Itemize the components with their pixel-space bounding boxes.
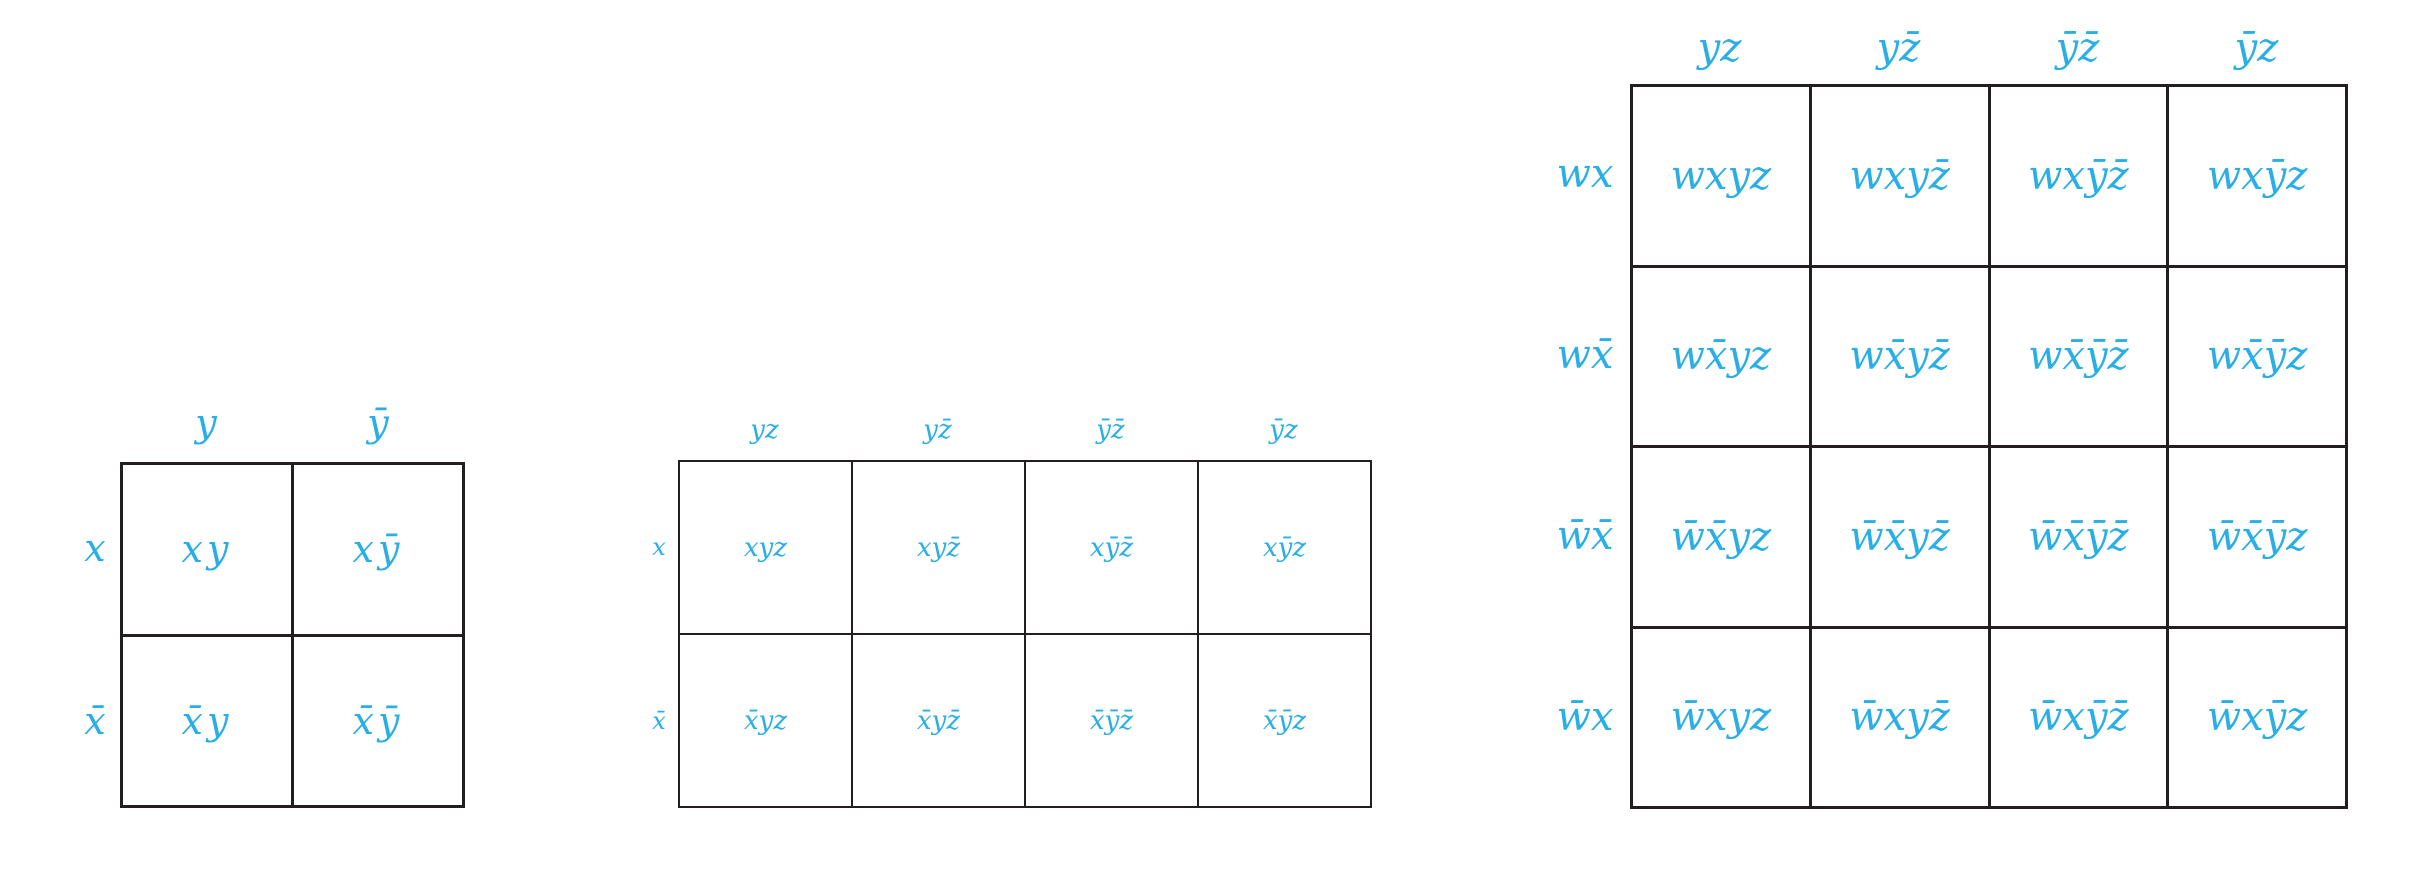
kmap2-row-label: x̄ xyxy=(84,699,106,743)
kmap4-cell: w̄x̄ȳz̄ xyxy=(1990,448,2170,629)
kmap3-col-label: yz̄ xyxy=(923,415,952,445)
kmap4-cell: wxyz xyxy=(1633,87,1812,268)
kmap4-cell: w̄x̄yz xyxy=(1633,448,1812,629)
kmap4-cell: wx̄yz xyxy=(1633,267,1812,448)
kmap2-grid: xy xȳ x̄y x̄ȳ xyxy=(120,462,465,808)
kmap4-row-label: wx xyxy=(1556,151,1614,197)
kmap3-cell: x̄yz̄ xyxy=(853,635,1026,808)
kmap4-cell: wxȳz xyxy=(2169,87,2348,268)
kmap3-cell: x̄ȳz̄ xyxy=(1026,635,1199,808)
kmap4-cell: wxȳz̄ xyxy=(1990,87,2170,268)
kmap3-row-label: x̄ xyxy=(652,706,666,735)
kmap2-cell: xȳ xyxy=(294,465,465,637)
kmap4-cell: w̄x̄ȳz xyxy=(2169,448,2348,629)
kmap3-cell: xȳz̄ xyxy=(1026,462,1199,635)
kmap4-grid: wxyz wxyz̄ wxȳz̄ wxȳz wx̄yz wx̄yz̄ wx̄ȳz… xyxy=(1630,84,2348,809)
kmap3-cell: xyz xyxy=(680,462,853,635)
kmap2-col-label: ȳ xyxy=(367,401,389,445)
kmap2-cell: x̄ȳ xyxy=(294,636,465,808)
kmap4-col-label: yz̄ xyxy=(1876,25,1921,71)
kmap3-cell: x̄ȳz xyxy=(1199,635,1372,808)
kmap3-col-label: yz xyxy=(750,415,779,445)
kmap3-row-label: x xyxy=(652,532,666,561)
kmap2-cell: x̄y xyxy=(123,636,294,808)
kmap4-cell: wxyz̄ xyxy=(1811,87,1991,268)
kmap4-row-label: w̄x xyxy=(1556,694,1614,740)
kmap4-col-label: ȳz xyxy=(2234,25,2279,71)
kmap3-col-label: ȳz̄ xyxy=(1096,415,1125,445)
kmap4-cell: w̄xȳz̄ xyxy=(1990,628,2170,809)
kmap4-col-label: ȳz̄ xyxy=(2055,25,2100,71)
kmap4-cell: wx̄ȳz xyxy=(2169,267,2348,448)
kmap3-cell: x̄yz xyxy=(680,635,853,808)
kmap4-cell: wx̄ȳz̄ xyxy=(1990,267,2170,448)
kmap4-row-label: wx̄ xyxy=(1556,332,1614,378)
kmap2-cell: xy xyxy=(123,465,294,637)
kmap3-col-label: ȳz xyxy=(1269,415,1298,445)
kmap4-cell: wx̄yz̄ xyxy=(1811,267,1991,448)
kmap3-cell: xȳz xyxy=(1199,462,1372,635)
kmap4-cell: w̄xȳz xyxy=(2169,628,2348,809)
kmap2-col-label: y xyxy=(195,401,217,445)
kmap4-cell: w̄xyz̄ xyxy=(1811,628,1991,809)
kmap4-row-label: w̄x̄ xyxy=(1556,513,1614,559)
kmap4-cell: w̄xyz xyxy=(1633,628,1812,809)
kmap4-cell: w̄x̄yz̄ xyxy=(1811,448,1991,629)
kmap3-cell: xyz̄ xyxy=(853,462,1026,635)
kmap4-col-label: yz xyxy=(1697,25,1742,71)
kmap2-row-label: x xyxy=(84,526,106,570)
kmap3-grid: xyz xyz̄ xȳz̄ xȳz x̄yz x̄yz̄ x̄ȳz̄ x̄ȳz xyxy=(678,460,1372,808)
